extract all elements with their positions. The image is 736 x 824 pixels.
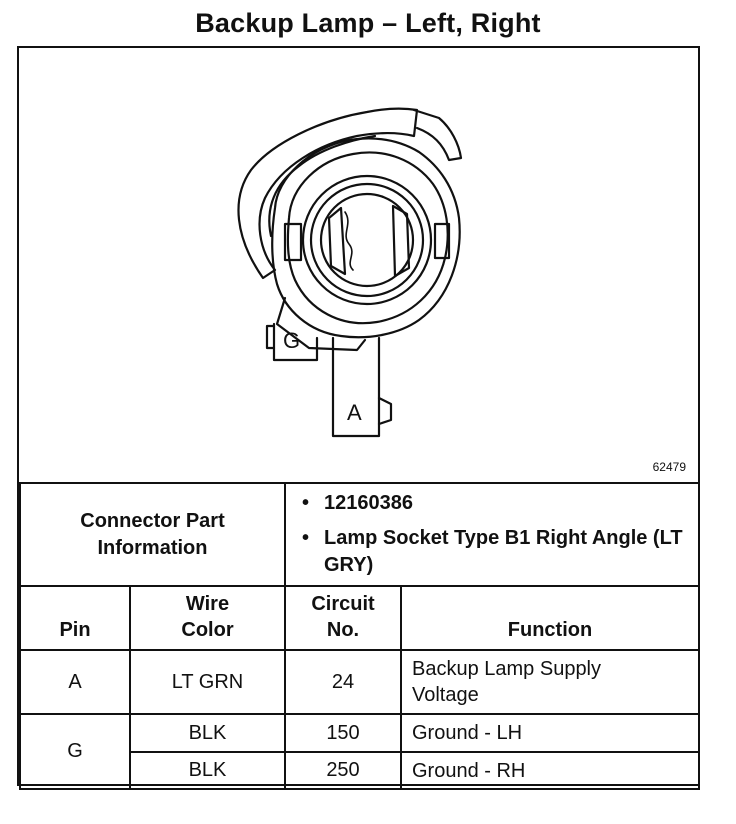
header-circuit-no: Circuit No. bbox=[284, 585, 402, 651]
figure-number: 62479 bbox=[652, 460, 686, 474]
socket-ring-inner bbox=[319, 192, 415, 288]
connector-drawing bbox=[237, 107, 463, 438]
cell-circuit: 24 bbox=[284, 649, 402, 715]
cell-circuit: 250 bbox=[284, 751, 402, 790]
bullet-icon: • bbox=[302, 492, 310, 514]
bulb-base-wire bbox=[344, 211, 354, 271]
terminal-g-outline bbox=[272, 322, 319, 362]
diagram-frame: G A 62479 Connector Part Information • 1… bbox=[17, 46, 701, 790]
connector-shroud-outline bbox=[237, 107, 419, 280]
lug-right bbox=[433, 222, 451, 260]
cell-wire-color: BLK bbox=[129, 713, 286, 753]
connector-latch bbox=[412, 108, 463, 162]
connector-shroud-inner bbox=[268, 134, 377, 238]
pin-label-g: G bbox=[283, 328, 301, 353]
cell-wire-color: LT GRN bbox=[129, 649, 286, 715]
cell-circuit: 150 bbox=[284, 713, 402, 753]
cell-pin: A bbox=[19, 649, 131, 715]
bulb-contact-right bbox=[391, 204, 411, 278]
socket-ring-middle bbox=[309, 182, 425, 298]
pin-label-a: A bbox=[347, 400, 362, 425]
connector-pin-table: Connector Part Information • 12160386 • … bbox=[19, 482, 701, 790]
connector-info-list: • 12160386 • Lamp Socket Type B1 Right A… bbox=[283, 482, 701, 587]
cell-wire-color: BLK bbox=[129, 751, 286, 790]
header-pin: Pin bbox=[19, 585, 131, 651]
connector-neck bbox=[275, 296, 367, 352]
cell-function: Backup Lamp Supply Voltage bbox=[399, 649, 701, 715]
terminal-a-outline bbox=[331, 336, 381, 438]
bulb-contact-left bbox=[327, 206, 347, 276]
connector-info-item: • Lamp Socket Type B1 Right Angle (LT GR… bbox=[302, 527, 683, 576]
connector-info-item: • 12160386 bbox=[302, 490, 690, 517]
table-header-row: Pin Wire Color Circuit No. Function bbox=[19, 585, 701, 651]
bullet-icon: • bbox=[302, 527, 310, 549]
connector-info-label: Connector Part Information bbox=[19, 482, 286, 587]
cell-function: Ground - RH bbox=[399, 751, 701, 790]
cell-function: Ground - LH bbox=[399, 713, 701, 753]
terminal-g-tab bbox=[265, 324, 276, 350]
table-row: A LT GRN 24 Backup Lamp Supply Voltage bbox=[19, 649, 701, 715]
connector-info-row: Connector Part Information • 12160386 • … bbox=[19, 482, 701, 587]
connector-figure: G A 62479 bbox=[19, 48, 698, 482]
header-wire-color: Wire Color bbox=[129, 585, 286, 651]
table-row: BLK 250 Ground - RH bbox=[20, 751, 701, 790]
lug-left bbox=[283, 222, 303, 262]
cell-pin: G bbox=[19, 713, 131, 790]
page-title: Backup Lamp – Left, Right bbox=[195, 8, 541, 38]
table-row: G BLK 150 Ground - LH bbox=[19, 713, 701, 790]
terminal-a-tab bbox=[377, 396, 393, 426]
header-function: Function bbox=[399, 585, 701, 651]
socket-ring-outer bbox=[301, 174, 433, 306]
